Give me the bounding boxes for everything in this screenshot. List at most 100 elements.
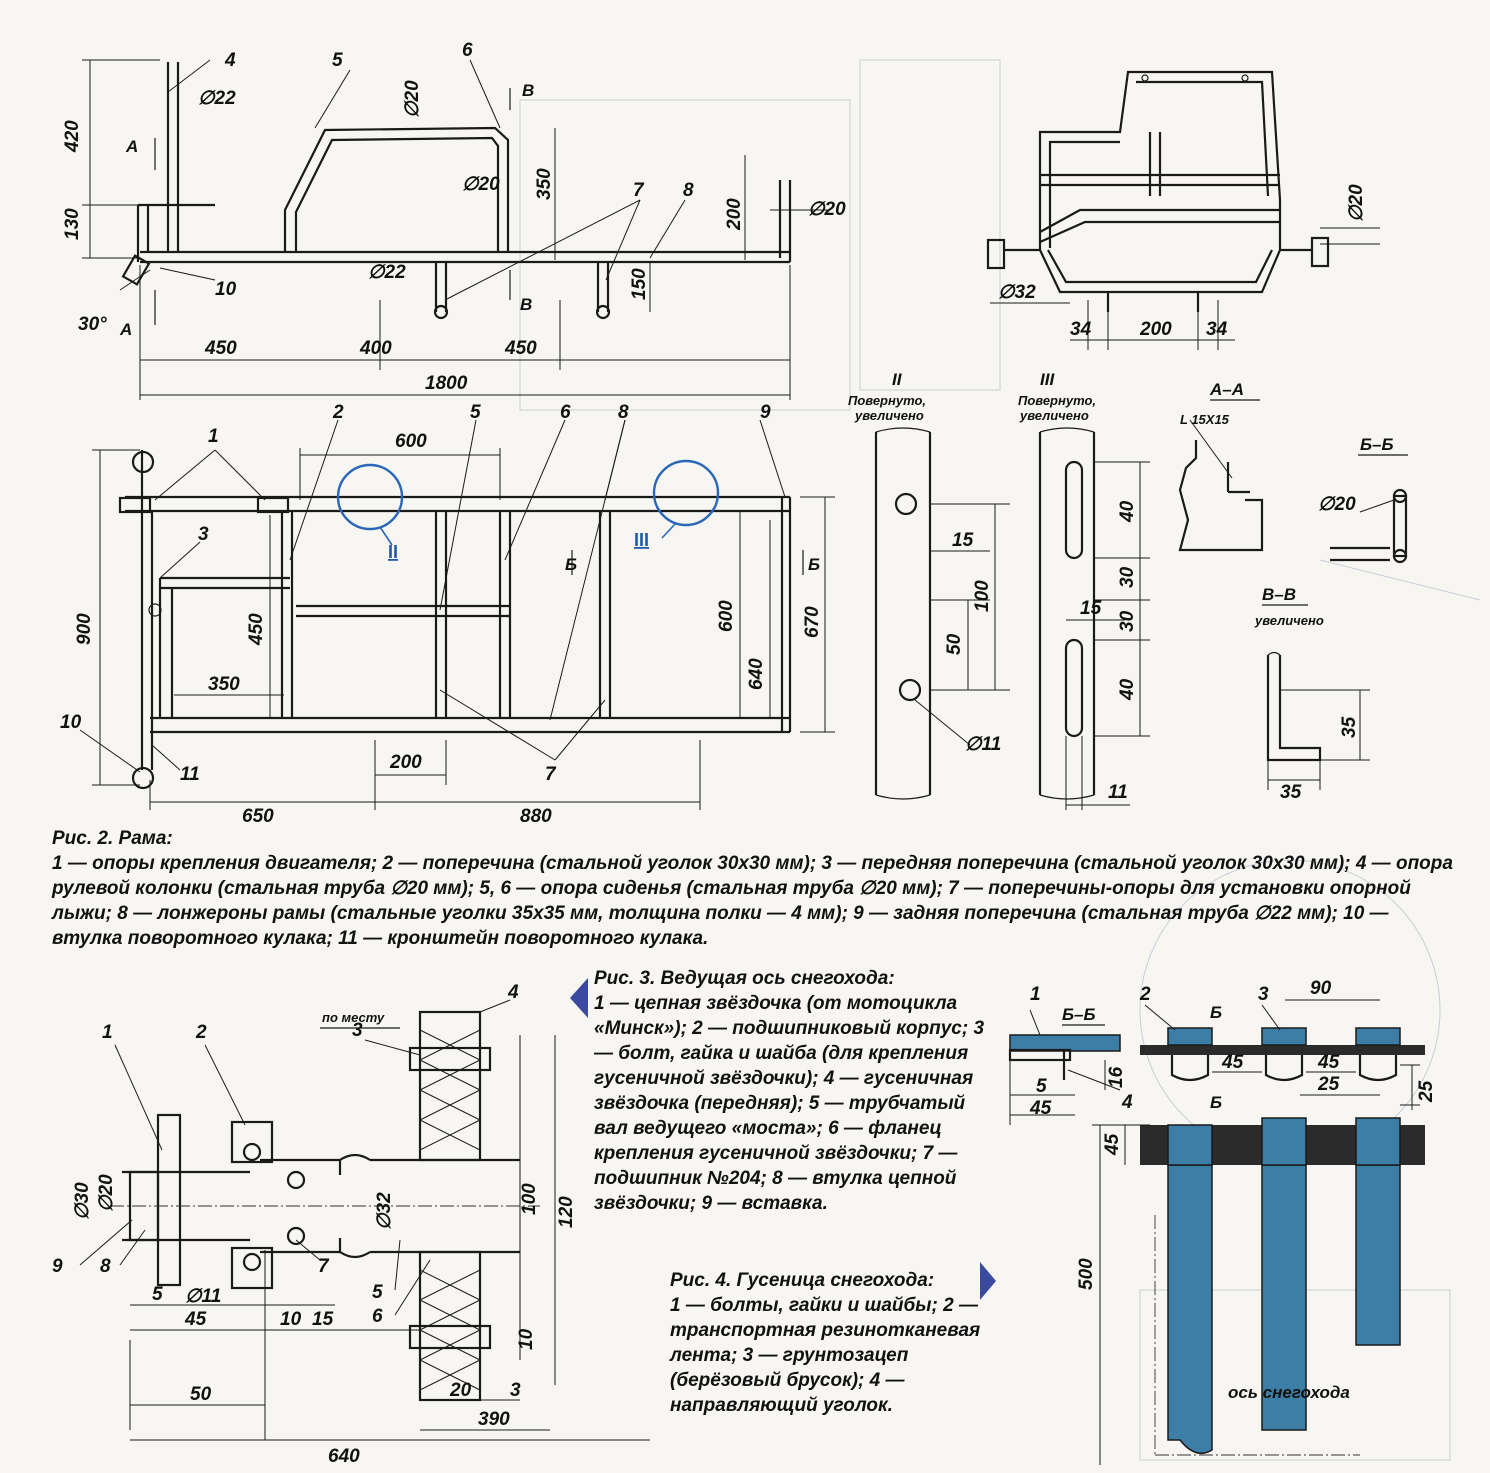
dim-side-130: 130 <box>62 208 83 240</box>
section-vv-note: увеличено <box>1254 613 1324 628</box>
part-label-4: 4 <box>224 50 236 71</box>
dim-rear-34a: 34 <box>1070 319 1092 340</box>
axle-dim-120: 120 <box>556 1196 577 1228</box>
top-part-6: 6 <box>560 402 571 423</box>
dim-rear-200: 200 <box>1139 319 1172 340</box>
axle-diam-20: ∅20 <box>96 1174 117 1212</box>
dim-top-350: 350 <box>208 674 240 695</box>
section-vv <box>1262 604 1370 790</box>
axle-part-1: 1 <box>102 1022 113 1043</box>
axle-dim-20: 20 <box>449 1380 472 1401</box>
dim-side-30deg: 30° <box>78 314 107 335</box>
axle-dim-640: 640 <box>328 1446 360 1467</box>
fig2-title: Рис. 2. Рама: <box>52 828 173 849</box>
track-dim-45b: 45 <box>1317 1052 1340 1073</box>
axle-diam-30: ∅30 <box>72 1182 93 1220</box>
section-aa <box>1178 399 1264 552</box>
detail-ii-dim-50: 50 <box>944 633 965 655</box>
detail-ii-dim-15: 15 <box>952 530 974 551</box>
dim-top-880: 880 <box>520 806 552 827</box>
track-part-4: 4 <box>1121 1092 1133 1113</box>
track-dim-5: 5 <box>1036 1076 1047 1097</box>
axle-dim-3: 3 <box>510 1380 521 1401</box>
axle-diam-11: ∅11 <box>185 1286 221 1307</box>
dim-top-900: 900 <box>74 613 95 645</box>
axle-part-8: 8 <box>100 1256 111 1277</box>
axle-dim-15: 15 <box>312 1309 334 1330</box>
dim-side-450b: 450 <box>504 338 537 359</box>
track-dim-45a: 45 <box>1221 1052 1244 1073</box>
top-part-5: 5 <box>470 402 481 423</box>
axle-part-3: 3 <box>352 1020 363 1041</box>
axle-part-7: 7 <box>318 1256 330 1277</box>
dim-side-150: 150 <box>629 268 650 300</box>
detail-iii-note2: увеличено <box>1019 408 1089 423</box>
fig4-arrow-marker <box>980 1262 996 1300</box>
detail-ii <box>874 427 1010 800</box>
dim-top-200: 200 <box>389 752 422 773</box>
fig4-title: Рис. 4. Гусеница снегохода: <box>670 1270 935 1291</box>
dim-top-670: 670 <box>802 606 823 638</box>
top-part-3: 3 <box>198 524 209 545</box>
section-aa-dim: L 15X15 <box>1180 412 1230 427</box>
fig2-caption: Рис. 2. Рама: 1 — опоры крепления двигат… <box>52 826 1462 951</box>
top-part-10: 10 <box>60 712 82 733</box>
callout-ii: II <box>388 542 398 562</box>
top-view-frame <box>79 419 835 810</box>
dim-top-600: 600 <box>395 431 427 452</box>
fig3-arrow-marker <box>570 978 588 1018</box>
dim-side-350: 350 <box>534 168 555 200</box>
part-label-6: 6 <box>462 40 473 61</box>
dim-side-200: 200 <box>724 198 745 231</box>
fig3-caption: Рис. 3. Ведущая ось снегохода: 1 — цепна… <box>594 966 1004 1216</box>
track-dim-25a: 25 <box>1317 1074 1340 1095</box>
axle-drawing <box>79 999 650 1441</box>
top-part-11: 11 <box>180 764 200 785</box>
fig3-title: Рис. 3. Ведущая ось снегохода: <box>594 968 895 989</box>
track-axis-label: ось снегохода <box>1228 1383 1350 1402</box>
fig4-caption: Рис. 4. Гусеница снегохода: 1 — болты, г… <box>670 1268 990 1418</box>
track-part-1: 1 <box>1030 984 1041 1005</box>
section-mark-b-right: Б <box>808 555 820 574</box>
detail-iii-dim-30b: 30 <box>1117 610 1138 632</box>
detail-iii-dim-11: 11 <box>1108 782 1128 803</box>
fig2-legend: 1 — опоры крепления двигателя; 2 — попер… <box>52 853 1453 949</box>
track-mark-b-bottom: Б <box>1210 1093 1222 1112</box>
track-drawing <box>1008 999 1425 1465</box>
axle-part-5: 5 <box>372 1282 383 1303</box>
section-mark-a-bottom: А <box>119 320 132 339</box>
fig3-legend: 1 — цепная звёздочка (от мотоцикла «Минс… <box>594 993 985 1214</box>
dim-top-450: 450 <box>246 613 267 646</box>
axle-dim-390: 390 <box>478 1409 510 1430</box>
axle-dim-5: 5 <box>152 1284 163 1305</box>
track-dim-16: 16 <box>1106 1066 1127 1088</box>
track-part-2: 2 <box>1139 984 1151 1005</box>
detail-iii-dim-40b: 40 <box>1117 678 1138 701</box>
dim-top-640: 640 <box>746 658 767 690</box>
diam-rear-32: ∅32 <box>998 282 1036 303</box>
detail-iii-dim-15: 15 <box>1080 598 1102 619</box>
axle-note: по месту <box>322 1010 385 1025</box>
section-mark-v-bottom: В <box>520 295 532 314</box>
axle-dim-100: 100 <box>519 1183 540 1215</box>
section-vv-dim-35b: 35 <box>1280 782 1302 803</box>
axle-part-9: 9 <box>52 1256 63 1277</box>
detail-ii-dim-100: 100 <box>972 580 993 612</box>
top-part-9: 9 <box>760 402 771 423</box>
side-view-frame <box>82 59 830 400</box>
diam-side-20b: ∅20 <box>462 174 500 195</box>
detail-iii-note1: Повернуто, <box>1018 393 1096 408</box>
detail-ii-note1: Повернуто, <box>848 393 926 408</box>
axle-dim-50: 50 <box>190 1384 212 1405</box>
axle-part-2: 2 <box>195 1022 207 1043</box>
section-mark-b-left: Б <box>565 555 577 574</box>
track-dim-45c: 45 <box>1029 1098 1052 1119</box>
section-vv-title: В–В <box>1262 585 1296 604</box>
part-label-7: 7 <box>633 180 645 201</box>
part-label-10: 10 <box>215 279 237 300</box>
dim-top-650: 650 <box>242 806 274 827</box>
section-bb <box>1330 454 1408 564</box>
dim-side-400: 400 <box>359 338 392 359</box>
section-bb-diam: ∅20 <box>1318 494 1356 515</box>
axle-part-6: 6 <box>372 1306 383 1327</box>
